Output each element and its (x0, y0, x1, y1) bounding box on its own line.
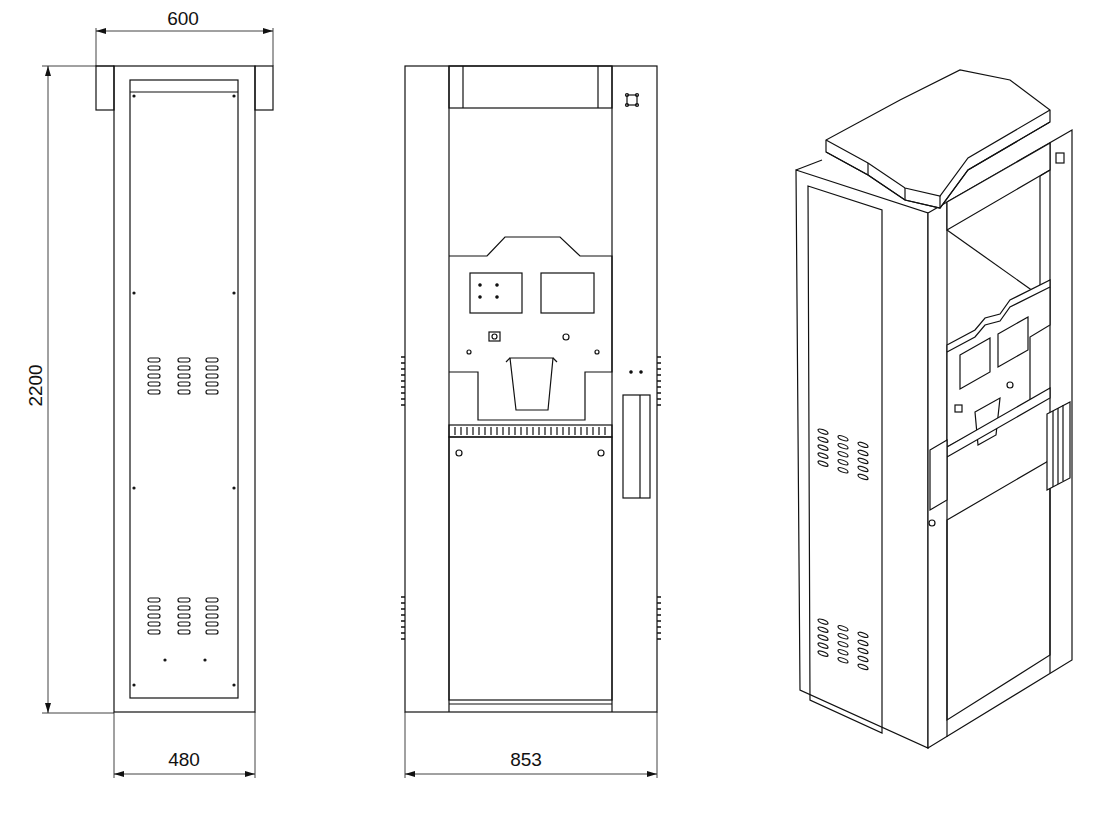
isometric-view (796, 70, 1072, 748)
side-view (42, 28, 273, 778)
dimension-label: 480 (166, 750, 202, 771)
dimension-label: 853 (508, 750, 544, 771)
dimension-label: 2200 (26, 362, 47, 408)
dimension-label: 600 (165, 9, 201, 30)
front-view (401, 66, 661, 778)
